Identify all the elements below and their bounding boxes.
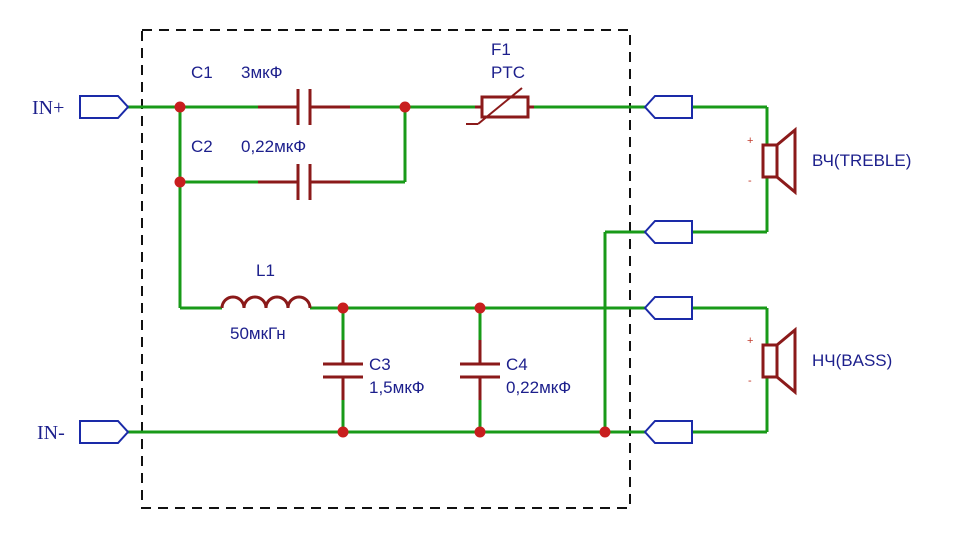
treble-plus-connector [643, 95, 693, 119]
treble-minus-connector [643, 220, 693, 244]
f1-value-label: PTC [491, 63, 525, 82]
l1-value-label: 50мкГн [230, 324, 286, 343]
c3-value-label: 1,5мкФ [369, 378, 425, 397]
bass-speaker-icon [761, 326, 797, 396]
junction-dot [474, 302, 486, 314]
in-minus-label: IN- [37, 422, 65, 444]
treble-speaker-label: ВЧ(TREBLE) [812, 151, 911, 170]
wires [128, 105, 769, 434]
junction-dot [599, 426, 611, 438]
c2-ref-label: C2 [191, 137, 213, 156]
c1-value-label: 3мкФ [241, 63, 283, 82]
capacitor-c4 [460, 340, 500, 400]
in-minus-connector [79, 420, 130, 444]
in-plus-connector [79, 95, 130, 119]
bass-minus-sign: - [748, 375, 752, 387]
junction-dot [337, 426, 349, 438]
c3-ref-label: C3 [369, 355, 391, 374]
junction-dot [174, 176, 186, 188]
junction-dot [174, 101, 186, 113]
treble-minus-sign: - [748, 175, 752, 187]
c4-ref-label: C4 [506, 355, 528, 374]
inductor-l1 [220, 295, 312, 309]
junction-dot [474, 426, 486, 438]
bass-plus-connector [643, 296, 693, 320]
f1-ref-label: F1 [491, 40, 511, 59]
c4-value-label: 0,22мкФ [506, 378, 571, 397]
c2-value-label: 0,22мкФ [241, 137, 306, 156]
c1-ref-label: C1 [191, 63, 213, 82]
ptc-fuse-f1 [466, 87, 534, 125]
capacitor-c1 [258, 89, 350, 125]
junctions [174, 101, 611, 438]
treble-speaker-icon [761, 126, 797, 196]
bass-speaker-label: НЧ(BASS) [812, 351, 892, 370]
in-plus-label: IN+ [32, 97, 64, 119]
bass-plus-sign: + [747, 335, 753, 347]
capacitor-c3 [323, 340, 363, 400]
treble-plus-sign: + [747, 135, 753, 147]
capacitor-c2 [258, 164, 350, 200]
junction-dot [337, 302, 349, 314]
junction-dot [399, 101, 411, 113]
bass-minus-connector [643, 420, 693, 444]
crossover-board-outline [141, 29, 631, 509]
l1-ref-label: L1 [256, 261, 275, 280]
